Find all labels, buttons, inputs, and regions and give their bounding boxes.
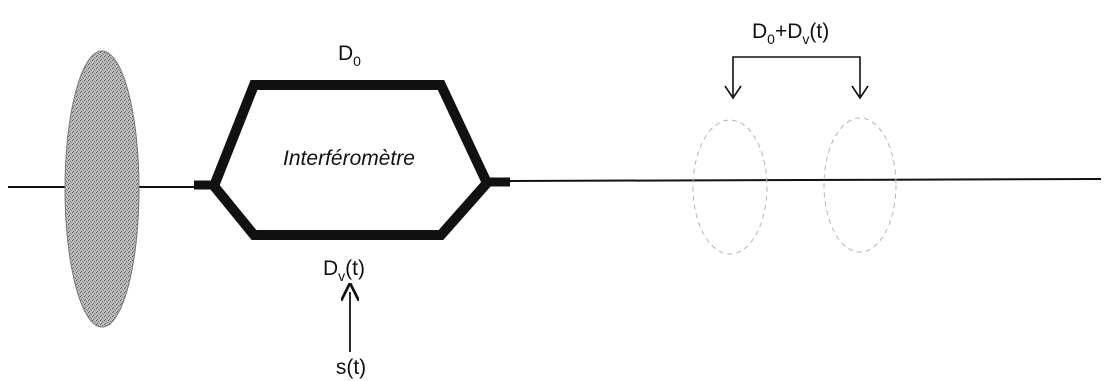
output-pulse-1 xyxy=(692,119,768,255)
variable-delay-label: Dv(t) xyxy=(323,257,365,284)
output-beam-line xyxy=(504,178,1102,182)
interferometer-label: Interféromètre xyxy=(283,147,415,170)
top-delay-label: D0 xyxy=(338,42,361,69)
bracket-arrowhead-right xyxy=(851,85,869,100)
input-pulse xyxy=(64,50,140,328)
delay-bracket xyxy=(732,56,861,96)
output-pulse-2 xyxy=(823,117,897,253)
signal-label: s(t) xyxy=(336,356,366,379)
combined-delay-label: D0+Dv(t) xyxy=(752,20,829,47)
bracket-arrowhead-left xyxy=(724,85,742,100)
